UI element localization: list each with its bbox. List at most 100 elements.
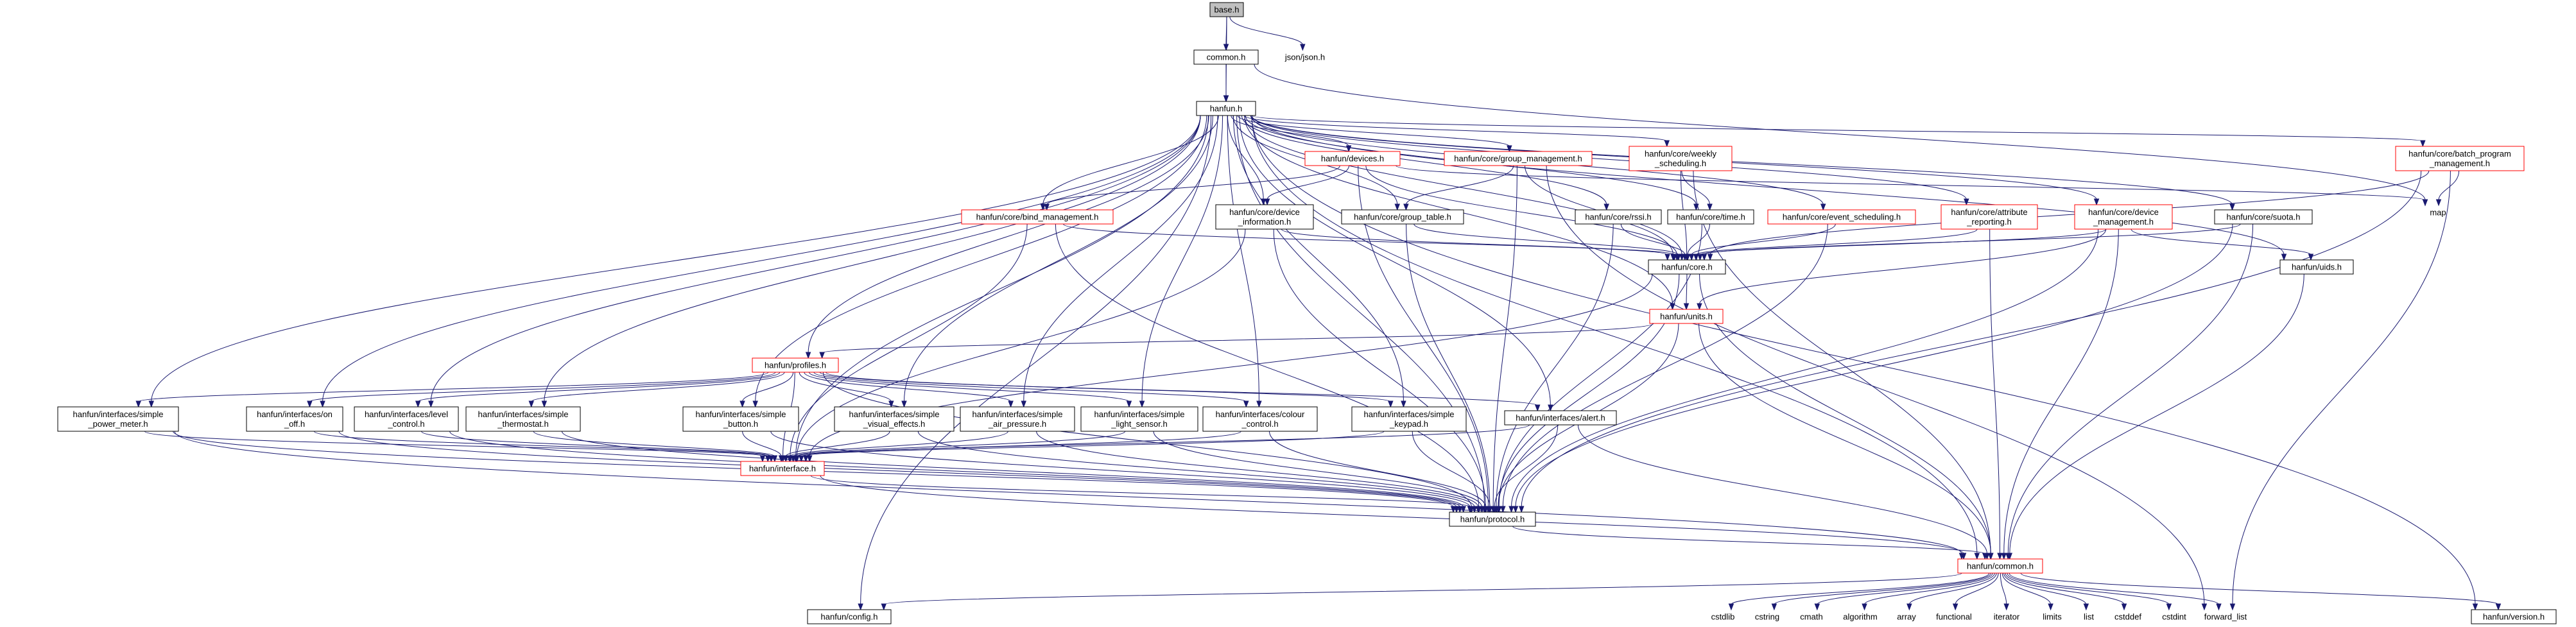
node-base[interactable]: base.h xyxy=(1209,2,1244,17)
node-on-off[interactable]: hanfun/interfaces/on_off.h xyxy=(246,406,343,432)
node-profiles[interactable]: hanfun/profiles.h xyxy=(752,357,839,373)
node-version[interactable]: hanfun/version.h xyxy=(2471,609,2557,624)
node-cmath[interactable]: cmath xyxy=(1794,610,1829,624)
node-hcommon[interactable]: hanfun/common.h xyxy=(1957,558,2043,574)
node-weekly[interactable]: hanfun/core/weekly_scheduling.h xyxy=(1629,146,1733,171)
edge-arrowhead xyxy=(799,455,804,463)
edge-arrowhead xyxy=(1675,253,1681,261)
edge-arrowhead xyxy=(1701,253,1707,261)
node-config[interactable]: hanfun/config.h xyxy=(807,609,892,624)
edge-bind-mgmt-to-protocol xyxy=(1055,223,1480,508)
node-dev-mgmt[interactable]: hanfun/core/device_management.h xyxy=(2074,204,2173,230)
edge-arrowhead xyxy=(2216,603,2222,611)
node-limits[interactable]: limits xyxy=(2035,610,2070,624)
node-colour[interactable]: hanfun/interfaces/colour_control.h xyxy=(1202,406,1318,432)
edge-power-meter-to-hcommon xyxy=(174,431,1962,554)
node-label: hanfun/profiles.h xyxy=(765,361,826,370)
node-batch[interactable]: hanfun/core/batch_program_management.h xyxy=(2395,146,2525,171)
node-protocol[interactable]: hanfun/protocol.h xyxy=(1449,511,1536,527)
node-power-meter[interactable]: hanfun/interfaces/simple_power_meter.h xyxy=(57,406,179,432)
edge-air-to-interface xyxy=(789,431,1008,457)
node-light[interactable]: hanfun/interfaces/simple_light_sensor.h xyxy=(1080,406,1198,432)
edge-bind-mgmt-to-interface xyxy=(790,223,1028,457)
edge-hanfun-to-button xyxy=(755,115,1207,402)
node-units[interactable]: hanfun/units.h xyxy=(1649,309,1724,324)
node-map[interactable]: map xyxy=(2421,205,2455,219)
node-button[interactable]: hanfun/interfaces/simple_button.h xyxy=(682,406,799,432)
node-label: hanfun/common.h xyxy=(1967,562,2034,571)
node-core[interactable]: hanfun/core.h xyxy=(1648,259,1726,275)
node-uids[interactable]: hanfun/uids.h xyxy=(2279,259,2354,275)
node-hanfun[interactable]: hanfun.h xyxy=(1196,101,1256,116)
edge-arrowhead xyxy=(1693,253,1699,261)
edge-arrowhead xyxy=(1997,553,2003,560)
edge-hanfun-to-interface xyxy=(795,115,1209,457)
node-box xyxy=(682,406,799,432)
node-algorithm[interactable]: algorithm xyxy=(1837,610,1883,624)
edge-arrowhead xyxy=(1491,506,1498,513)
node-attr-rep[interactable]: hanfun/core/attribute_reporting.h xyxy=(1941,204,2038,230)
node-air[interactable]: hanfun/interfaces/simple_air_pressure.h xyxy=(960,406,1075,432)
node-thermostat[interactable]: hanfun/interfaces/simple_thermostat.h xyxy=(465,406,581,432)
node-cstring[interactable]: cstring xyxy=(1749,610,1786,624)
edge-arrowhead xyxy=(807,455,813,463)
edge-hanfun-to-attr-rep xyxy=(1251,115,1967,200)
edge-group-table-to-protocol xyxy=(1406,223,1491,508)
node-visual[interactable]: hanfun/interfaces/simple_visual_effects.… xyxy=(834,406,955,432)
edge-hanfun-to-on-off xyxy=(322,115,1201,402)
node-cstddef[interactable]: cstddef xyxy=(2108,610,2148,624)
node-array[interactable]: array xyxy=(1891,610,1922,624)
edge-arrowhead xyxy=(1460,506,1466,513)
edge-arrowhead xyxy=(1256,400,1262,408)
node-label: hanfun/core/time.h xyxy=(1676,212,1745,222)
edge-hcommon-to-cstddef xyxy=(2005,572,2125,605)
node-event-sched[interactable]: hanfun/core/event_scheduling.h xyxy=(1767,209,1916,225)
node-label: hanfun/core/event_scheduling.h xyxy=(1783,212,1901,222)
node-label: hanfun/interfaces/simple xyxy=(696,409,786,419)
node-level-ctrl[interactable]: hanfun/interfaces/level_control.h xyxy=(354,406,459,432)
node-devices[interactable]: hanfun/devices.h xyxy=(1304,151,1401,166)
node-rssi[interactable]: hanfun/core/rssi.h xyxy=(1575,209,1662,225)
edge-weekly-to-time xyxy=(1681,170,1711,205)
edge-arrowhead xyxy=(1688,253,1695,261)
edge-hcommon-to-algorithm xyxy=(1864,572,1995,605)
edge-arrowhead xyxy=(1453,506,1460,513)
node-forward-list[interactable]: forward_list xyxy=(2198,610,2253,624)
edge-hcommon-to-forward-list xyxy=(2009,572,2219,605)
node-label: hanfun.h xyxy=(1210,104,1243,114)
node-keypad[interactable]: hanfun/interfaces/simple_keypad.h xyxy=(1351,406,1467,432)
edge-hanfun-to-batch xyxy=(1251,115,2423,142)
node-cstdlib[interactable]: cstdlib xyxy=(1705,610,1741,624)
edge-units-to-hcommon xyxy=(1699,323,1991,554)
node-group-mgmt[interactable]: hanfun/core/group_management.h xyxy=(1444,151,1593,166)
edge-arrowhead xyxy=(307,400,313,408)
node-label: algorithm xyxy=(1843,612,1877,622)
edge-arrowhead xyxy=(1300,44,1306,51)
edge-batch-to-core xyxy=(1709,170,2430,255)
edge-group-table-to-core xyxy=(1413,223,1679,255)
edge-arrowhead xyxy=(858,603,863,611)
node-iterator[interactable]: iterator xyxy=(1986,610,2027,624)
node-functional[interactable]: functional xyxy=(1930,610,1978,624)
edge-level-ctrl-to-protocol xyxy=(449,431,1460,508)
node-cstdint[interactable]: cstdint xyxy=(2156,610,2193,624)
node-bind-mgmt[interactable]: hanfun/core/bind_management.h xyxy=(961,209,1114,225)
node-box xyxy=(2074,204,2173,230)
edge-arrowhead xyxy=(1126,400,1132,408)
node-list[interactable]: list xyxy=(2077,610,2100,624)
node-label: hanfun/core/attribute xyxy=(1951,207,2027,217)
node-group-table[interactable]: hanfun/core/group_table.h xyxy=(1341,209,1464,225)
node-alert[interactable]: hanfun/interfaces/alert.h xyxy=(1504,410,1617,425)
node-interface[interactable]: hanfun/interface.h xyxy=(740,461,825,476)
node-label: _scheduling.h xyxy=(1654,159,1706,168)
node-common[interactable]: common.h xyxy=(1193,49,1259,65)
node-box xyxy=(1649,309,1724,324)
edge-interface-to-hcommon xyxy=(820,475,1964,554)
node-dev-info[interactable]: hanfun/core/device_information.h xyxy=(1215,204,1314,230)
edge-profiles-to-air xyxy=(804,372,1012,402)
node-time[interactable]: hanfun/core/time.h xyxy=(1667,209,1754,225)
node-json[interactable]: json/json.h xyxy=(1279,50,1331,64)
node-suota[interactable]: hanfun/core/suota.h xyxy=(2214,209,2313,225)
edge-batch-to-forward-list xyxy=(2232,170,2451,605)
edge-arrowhead xyxy=(1040,203,1046,211)
